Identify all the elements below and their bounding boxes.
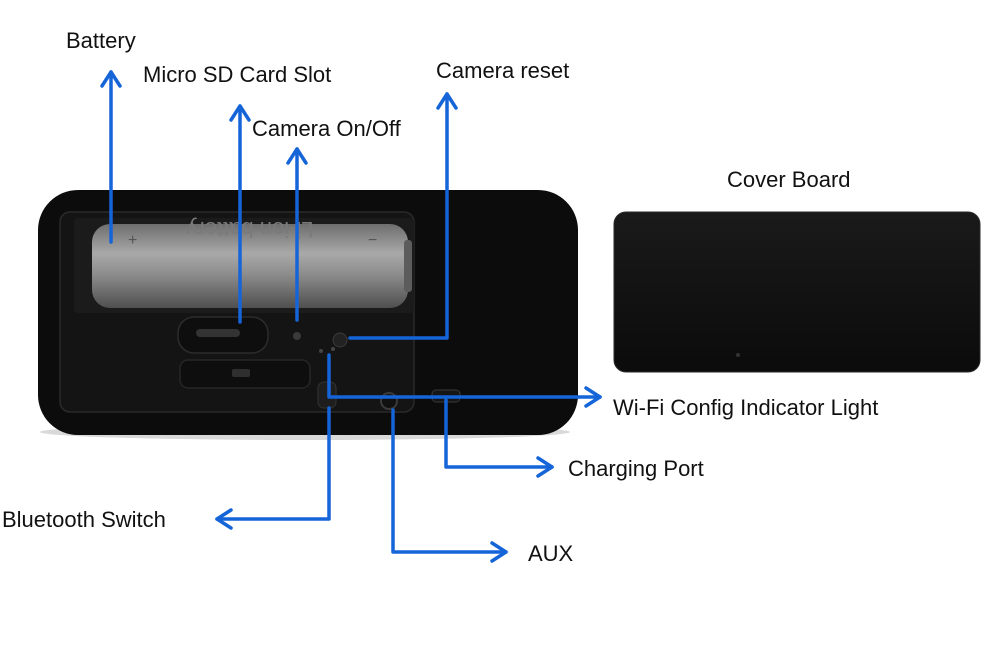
charging-arrow	[444, 398, 554, 469]
label-camera-reset: Camera reset	[436, 58, 570, 83]
label-camera-on-off: Camera On/Off	[252, 116, 401, 141]
callout-arrows	[100, 70, 602, 563]
label-bluetooth-switch: Bluetooth Switch	[2, 507, 166, 532]
camera-reset-arrow	[348, 92, 449, 340]
label-charging-port: Charging Port	[568, 456, 704, 481]
label-battery: Battery	[66, 28, 136, 53]
svg-text:−: −	[368, 232, 377, 249]
camera-on-off-button	[293, 332, 301, 340]
camera-reset-button	[332, 332, 348, 348]
cover-board	[613, 211, 981, 373]
wifi-arrow	[327, 353, 602, 399]
svg-text:+: +	[128, 232, 137, 249]
sd-card-slot	[177, 316, 269, 354]
wifi-indicator-light	[319, 349, 323, 353]
label-micro-sd-slot: Micro SD Card Slot	[143, 62, 332, 87]
battery-print-text: Li-ion battery	[186, 217, 313, 242]
label-aux: AUX	[528, 541, 574, 566]
battery-cell: Li-ion battery + −	[92, 217, 412, 308]
label-cover-board: Cover Board	[727, 167, 851, 192]
lower-panel-slot	[179, 359, 311, 389]
aux-arrow	[391, 408, 508, 554]
bluetooth-switch	[317, 381, 337, 409]
bluetooth-arrow	[215, 406, 331, 521]
label-wifi-indicator: Wi-Fi Config Indicator Light	[613, 395, 879, 420]
